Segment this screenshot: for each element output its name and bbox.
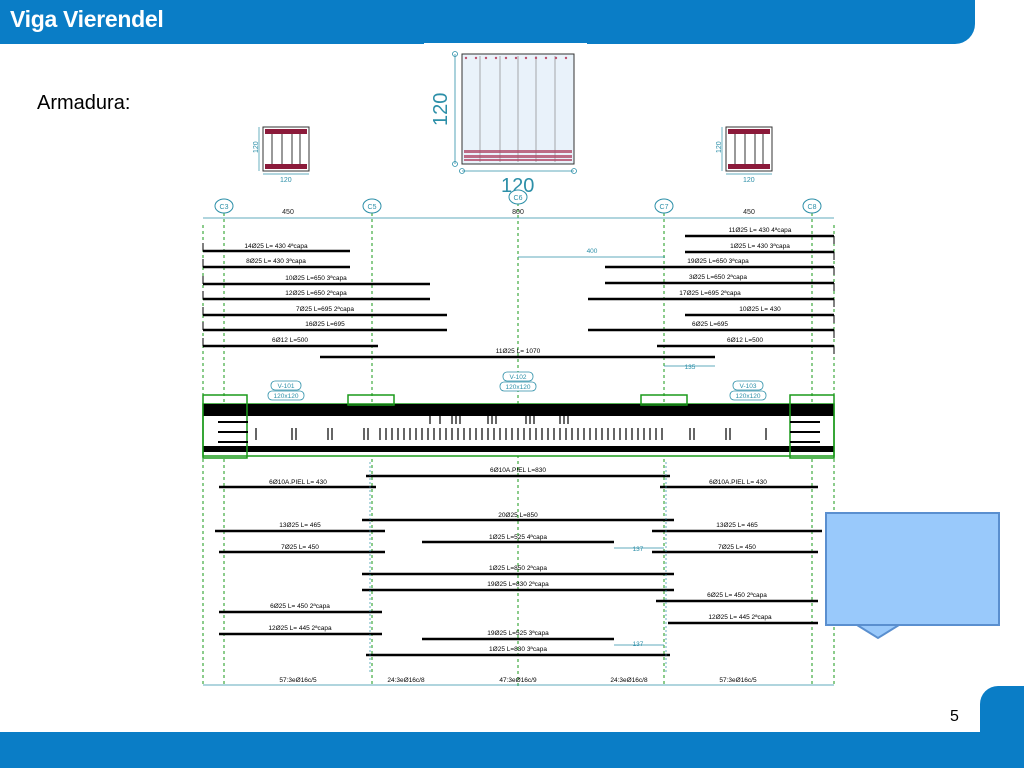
bar-label: 14Ø25 L= 430 4ªcapa [244,243,308,250]
bar-label: 6Ø25 L=695 [692,321,728,328]
beam-tags [267,371,767,401]
bar-label: 12Ø25 L= 445 2ªcapa [268,625,332,632]
beam-name: V-102 [510,374,527,381]
stirrup-label: 47:3eØ16c/9 [499,677,537,684]
bar-label: 10Ø25 L=650 3ªcapa [285,275,347,282]
span-dimension: 450 [743,209,755,216]
bar-label: 6Ø10A.PIEL L= 430 [709,479,767,486]
footer-tab [980,686,1024,736]
stirrup-label: 57:3eØ16c/5 [719,677,757,684]
column-bubbles [214,189,822,214]
bar-label: 3Ø25 L=650 2ªcapa [689,274,747,281]
svg-text:120: 120 [253,141,260,153]
bar-label: 6Ø12 L=500 [727,337,763,344]
column-label: C6 [514,195,523,202]
svg-text:120: 120 [716,141,723,153]
dimension-label: 400 [587,248,598,255]
beam-name: V-101 [278,383,295,390]
main-section-width: 120 [501,175,534,197]
bar-label: 16Ø25 L=695 [305,321,345,328]
bar-label: 11Ø25 L= 1070 [496,348,541,355]
beam-size: 120x120 [506,384,531,391]
span-dimension: 450 [282,209,294,216]
beam-size: 120x120 [274,393,299,400]
top-bars [203,234,834,359]
bar-label: 13Ø25 L= 465 [279,522,321,529]
beam-elevation [202,394,835,459]
beam-size: 120x120 [736,393,761,400]
main-section-height: 120 [430,93,452,126]
svg-text:120: 120 [743,177,755,184]
bar-label: 7Ø25 L=695 2ªcapa [296,306,354,313]
bar-label: 11Ø25 L= 430 4ªcapa [729,227,792,234]
footer-bar [0,732,1024,768]
bar-label: 1Ø25 L=850 2ªcapa [489,565,547,572]
bar-label: 19Ø25 L=830 2ªcapa [487,581,549,588]
bar-label: 7Ø25 L= 450 [718,544,756,551]
column-label: C8 [808,204,817,211]
slide-subtitle: Armadura: [37,92,131,114]
column-label: C5 [368,204,377,211]
bar-label: 17Ø25 L=695 2ªcapa [679,290,741,297]
bar-label: 13Ø25 L= 465 [716,522,758,529]
bar-label: 6Ø12 L=500 [272,337,308,344]
page-number: 5 [950,708,959,725]
bar-label: 6Ø10A.PIEL L=830 [490,467,546,474]
footer-curve [0,686,980,732]
bar-label: 6Ø10A.PIEL L= 430 [269,479,327,486]
bar-label: 1Ø25 L= 430 3ªcapa [730,243,790,250]
callout-box [825,512,1000,626]
span-dimension: 800 [512,209,524,216]
column-label: C7 [660,204,669,211]
bottom-bars [215,474,822,657]
bar-label: 12Ø25 L=650 2ªcapa [285,290,347,297]
stirrup-label: 24:3eØ16c/8 [387,677,425,684]
column-axes [202,203,835,690]
column-label: C3 [220,204,229,211]
header-bar [0,0,975,44]
callout-pointer [853,624,903,640]
stirrup-label: 57:3eØ16c/5 [279,677,317,684]
bar-label: 1Ø25 L=830 3ªcapa [489,646,547,653]
main-cross-section: 120 120 [424,43,587,197]
svg-text:120: 120 [280,177,292,184]
bar-label: 10Ø25 L= 430 [739,306,781,313]
bar-label: 20Ø25 L=850 [498,512,538,519]
bar-label: 7Ø25 L= 450 [281,544,319,551]
bar-label: 6Ø25 L= 450 2ªcapa [270,603,330,610]
bar-label: 12Ø25 L= 445 2ªcapa [708,614,772,621]
beam-name: V-103 [740,383,757,390]
bar-label: 8Ø25 L= 430 3ªcapa [246,258,306,265]
dimension-label: 137 [633,641,644,648]
dimension-label: 137 [633,546,644,553]
bar-label: 6Ø25 L= 450 2ªcapa [707,592,767,599]
bar-label: 1Ø25 L=525 4ªcapa [489,534,547,541]
stirrup-label: 24:3eØ16c/8 [610,677,648,684]
left-cross-section: 120 120 [253,126,310,184]
bar-label: 19Ø25 L=525 3ªcapa [487,630,549,637]
right-cross-section: 120 120 [716,126,773,184]
slide-title: Viga Vierendel [10,6,164,32]
bar-label: 19Ø25 L=650 3ªcapa [687,258,749,265]
dimension-label: 135 [685,364,696,371]
